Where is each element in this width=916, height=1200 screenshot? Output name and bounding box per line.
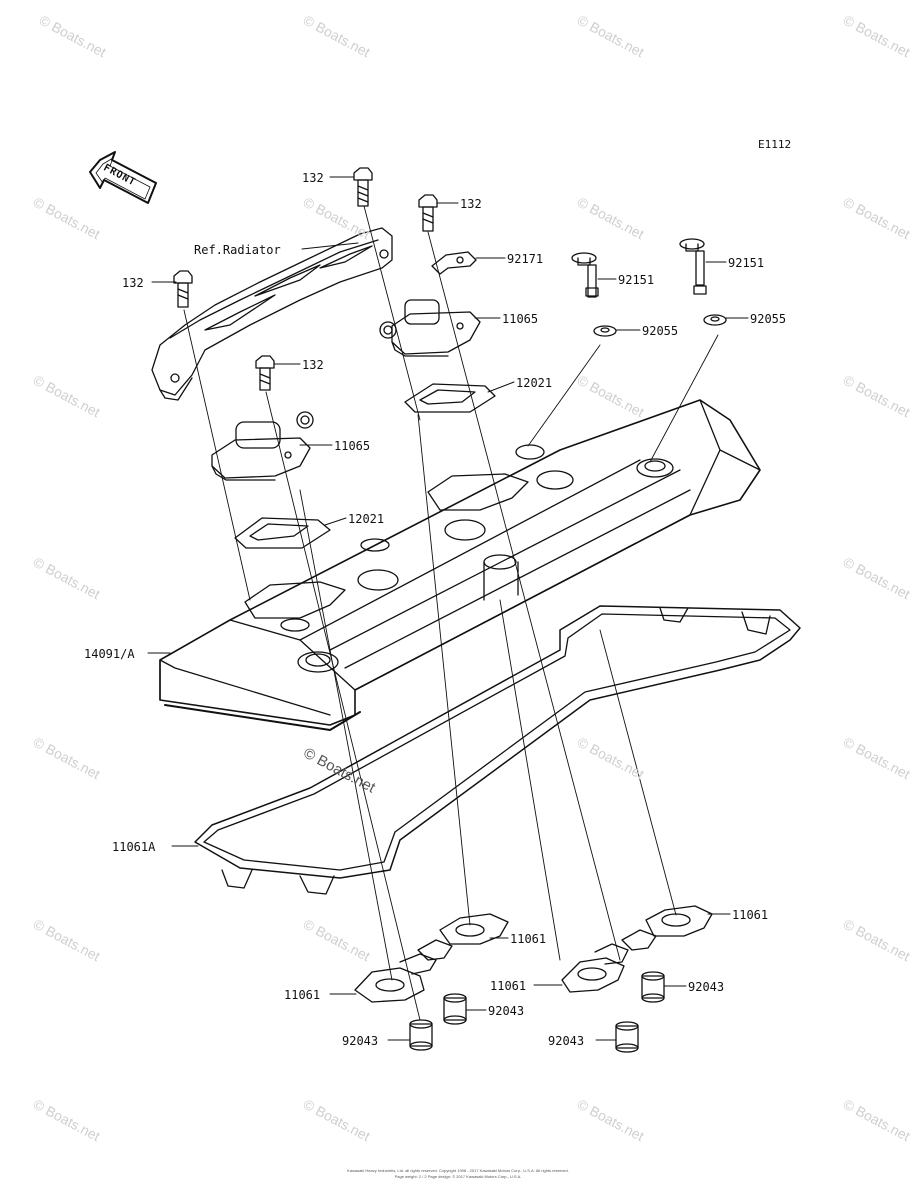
callout-ref-radiator: Ref.Radiator: [194, 243, 281, 257]
radiator-bracket: [151, 227, 393, 401]
callout-92043-c: 92043: [548, 1034, 585, 1048]
plug-gasket-11061-d: [621, 905, 713, 951]
copyright-line-1: Kawasaki Heavy Industries, Ltd. all righ…: [347, 1168, 569, 1173]
collar-92043-b: [443, 993, 467, 1025]
callout-11061-b: 11061: [510, 932, 547, 946]
callout-92151-a: 92151: [618, 273, 655, 287]
plug-gasket-11061-b: [417, 913, 509, 961]
callout-11061a: 11061A: [112, 840, 156, 854]
cover-gasket-11061A: [194, 605, 801, 895]
callout-92043-a: 92043: [342, 1034, 379, 1048]
callout-11065-lower: 11065: [334, 439, 371, 453]
diagram-code: E1112: [758, 138, 792, 151]
callout-92055-b: 92055: [750, 312, 787, 326]
gasket-12021-lower: [234, 517, 331, 549]
callout-92151-b: 92151: [728, 256, 765, 270]
callout-12021-upper: 12021: [516, 376, 553, 390]
callout-132-middle: 132: [302, 358, 324, 372]
copyright-line-2: Page weight: 2 / 2 Page design: © 2017 K…: [394, 1174, 522, 1179]
washer-92055-a: [593, 325, 617, 337]
collar-92043-a: [409, 1019, 433, 1051]
bolt-92151-b: [679, 238, 707, 295]
front-arrow-icon: [89, 151, 157, 204]
cylinder-head-cover: [159, 399, 761, 731]
bolt-132-left: [173, 270, 193, 308]
callout-11061-a: 11061: [284, 988, 321, 1002]
callout-11061-d: 11061: [732, 908, 769, 922]
bolt-132-right: [418, 194, 438, 232]
callout-92043-b: 92043: [488, 1004, 525, 1018]
callout-132-right: 132: [460, 197, 482, 211]
assembly-lines: [183, 205, 719, 1021]
collar-92043-d: [641, 971, 665, 1003]
callout-14091a: 14091/A: [84, 647, 135, 661]
copyright-footer: Kawasaki Heavy Industries, Ltd. all righ…: [0, 1168, 916, 1180]
breather-cap-11065-upper: [379, 299, 481, 357]
callout-92043-d: 92043: [688, 980, 725, 994]
callout-92055-a: 92055: [642, 324, 679, 338]
gasket-12021-upper: [404, 383, 496, 413]
callout-132-center: 132: [302, 171, 324, 185]
callout-12021-lower: 12021: [348, 512, 385, 526]
callout-132-left: 132: [122, 276, 144, 290]
callout-11065-upper: 11065: [502, 312, 539, 326]
callout-11061-c: 11061: [490, 979, 527, 993]
bracket-92171: [431, 251, 477, 275]
bolt-92151-a: [571, 252, 599, 298]
collar-92043-c: [615, 1021, 639, 1053]
leader-lines: [147, 176, 749, 1041]
bolt-132-center: [353, 167, 373, 207]
plug-gasket-11061-c: [561, 943, 629, 993]
bolt-132-middle: [255, 355, 275, 391]
washer-92055-b: [703, 314, 727, 326]
callout-92171: 92171: [507, 252, 544, 266]
breather-cap-11065-lower: [211, 411, 314, 481]
plug-gasket-11061-a: [354, 953, 437, 1003]
